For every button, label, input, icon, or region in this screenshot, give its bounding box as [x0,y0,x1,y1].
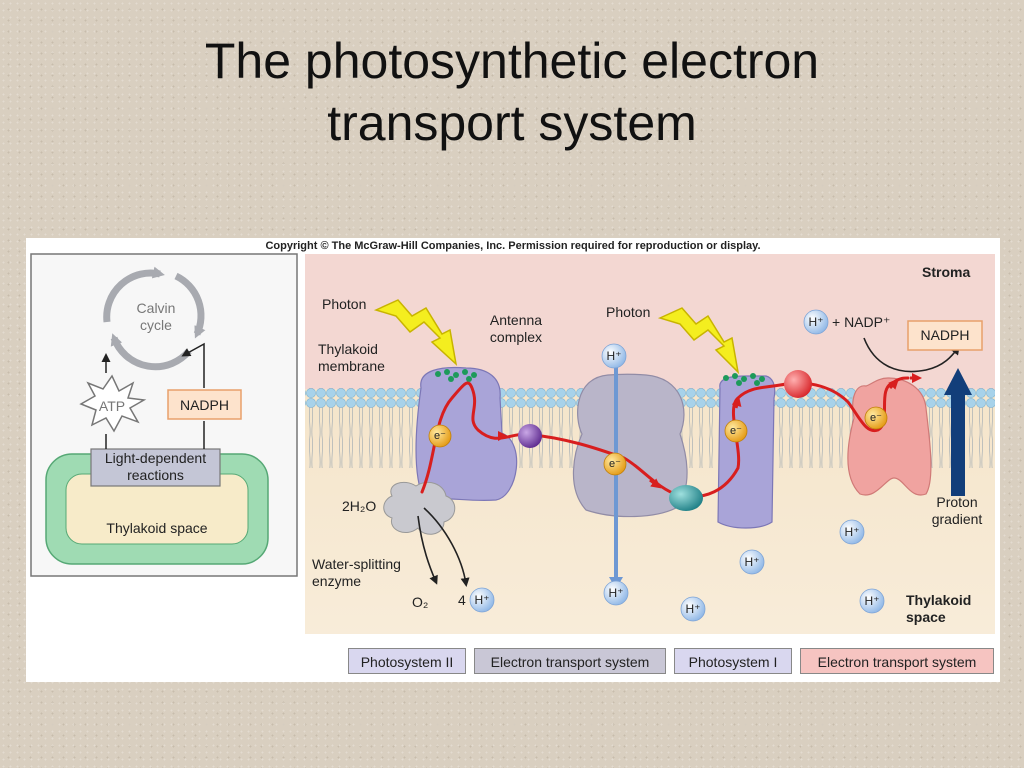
overview-nadph-label: NADPH [179,397,229,413]
nadp-reductase [847,377,932,496]
slide-title-line1: The photosynthetic electron [204,33,820,89]
photosystem-i [717,373,776,529]
slide-title: The photosynthetic electron transport sy… [0,30,1024,154]
h-ion-label: H⁺ [685,602,701,616]
water-label: 2H₂O [342,498,377,514]
antenna-pigments-left [435,369,477,382]
overview-nadph-box [167,389,242,420]
legend-photosystem-ii: Photosystem II [348,648,466,674]
ferredoxin-carrier [784,370,812,398]
four-label: 4 [458,592,466,608]
h-ion-label: H⁺ [606,349,622,363]
figure-box: Copyright © The McGraw-Hill Companies, I… [26,238,1000,682]
h-ion-label: H⁺ [808,315,824,329]
h-ion-label: H⁺ [608,586,624,600]
slide-title-line2: transport system [327,95,697,151]
photon-label-right: Photon [606,304,651,320]
electron-label: e⁻ [870,412,882,424]
h-ion-label: H⁺ [474,593,490,607]
photosystem-ii [415,366,518,501]
plastocyanin-carrier [669,485,703,511]
h-ion-label: H⁺ [744,555,760,569]
electron-badge [724,419,748,443]
electron-badge [864,406,888,430]
overview-thylakoid-space-label: Thylakoid space [106,520,208,536]
legend-electron-transport-2: Electron transport system [800,648,994,674]
h-ion-label: H⁺ [844,525,860,539]
photon-bolt-right [657,307,740,375]
electron-badge [428,424,452,448]
legend-photosystem-i: Photosystem I [674,648,792,674]
photon-bolt-left [373,299,458,367]
electron-label: e⁻ [609,458,621,470]
legend-electron-transport-1: Electron transport system [474,648,666,674]
copyright-notice: Copyright © The McGraw-Hill Companies, I… [265,240,761,252]
proton-gradient-arrow [944,368,972,496]
atp-burst [79,374,147,433]
stroma-label: Stroma [922,264,971,280]
nadph-product-box [907,320,983,351]
atp-label: ATP [98,398,126,414]
plastoquinone-carrier [518,424,542,448]
oxygen-label: O₂ [412,594,429,610]
h-ion-label: H⁺ [864,594,880,608]
antenna-pigments-right [723,373,765,386]
overview-panel [30,253,298,577]
nadp-label: + NADP⁺ [832,314,891,330]
nadph-production-arrow [863,337,960,373]
photon-label-left: Photon [322,296,367,312]
electron-label: e⁻ [730,425,742,437]
electron-transport-diagram [30,253,995,634]
hydrogen-ions [469,309,885,622]
nadph-product-label: NADPH [920,327,970,343]
light-reactions-box [90,448,221,487]
electron-badge [603,452,627,476]
electron-label: e⁻ [434,430,446,442]
